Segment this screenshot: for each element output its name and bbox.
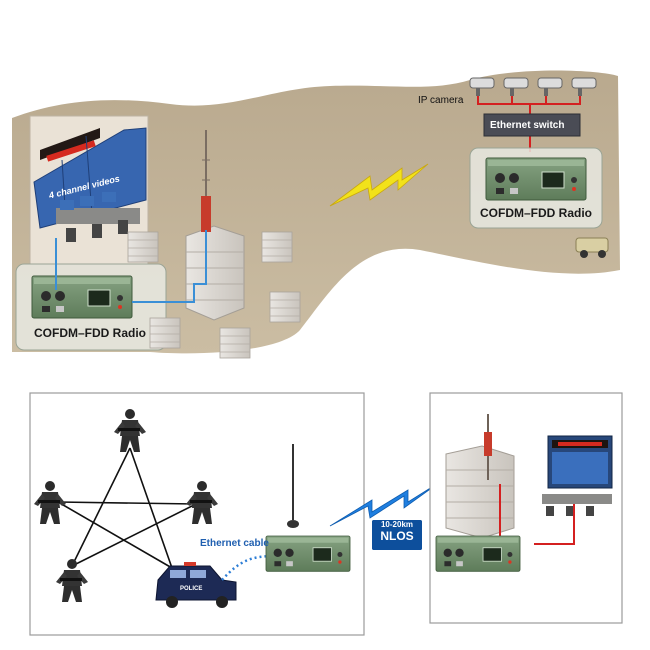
camera-links-red (477, 96, 581, 152)
police-car-text: POLICE (180, 586, 203, 592)
camera-icon (503, 77, 529, 96)
command-cofdm-radio (435, 535, 521, 572)
building (269, 291, 301, 323)
building (261, 231, 293, 263)
display-led-dots (46, 140, 96, 162)
range-label-box: 10-20km NLOS (372, 520, 422, 550)
command-building (445, 445, 515, 539)
nlos-label: NLOS (380, 529, 414, 543)
left-radio-label: COFDM–FDD Radio (34, 326, 146, 340)
ethernet-cable-label: Ethernet cable (200, 538, 269, 549)
command-link-red (499, 484, 575, 545)
building (127, 231, 159, 263)
camera-icon (571, 77, 597, 96)
range-label: 10-20km (380, 520, 414, 529)
mobile-antenna (287, 444, 299, 528)
command-tower (484, 414, 492, 480)
tall-building (185, 225, 245, 321)
right-cofdm-radio (485, 157, 587, 201)
ip-camera-icons (469, 77, 597, 96)
ethernet-link-blue (55, 230, 207, 303)
building (219, 327, 251, 359)
ethernet-switch (483, 113, 581, 137)
ethernet-switch-label: Ethernet switch (490, 120, 565, 131)
video-wall (542, 435, 613, 516)
wireless-signal-icon (329, 163, 429, 207)
building (149, 317, 181, 349)
camera-icon (537, 77, 563, 96)
left-cofdm-radio (31, 275, 133, 319)
vehicle-icon (575, 237, 609, 258)
camera-icon (469, 77, 495, 96)
right-radio-label: COFDM–FDD Radio (480, 206, 592, 220)
police-car-icon (155, 562, 237, 608)
antenna-tower (201, 130, 211, 236)
ip-camera-label: IP camera (418, 95, 464, 106)
field-cofdm-radio (265, 535, 351, 572)
star-links (57, 447, 197, 569)
